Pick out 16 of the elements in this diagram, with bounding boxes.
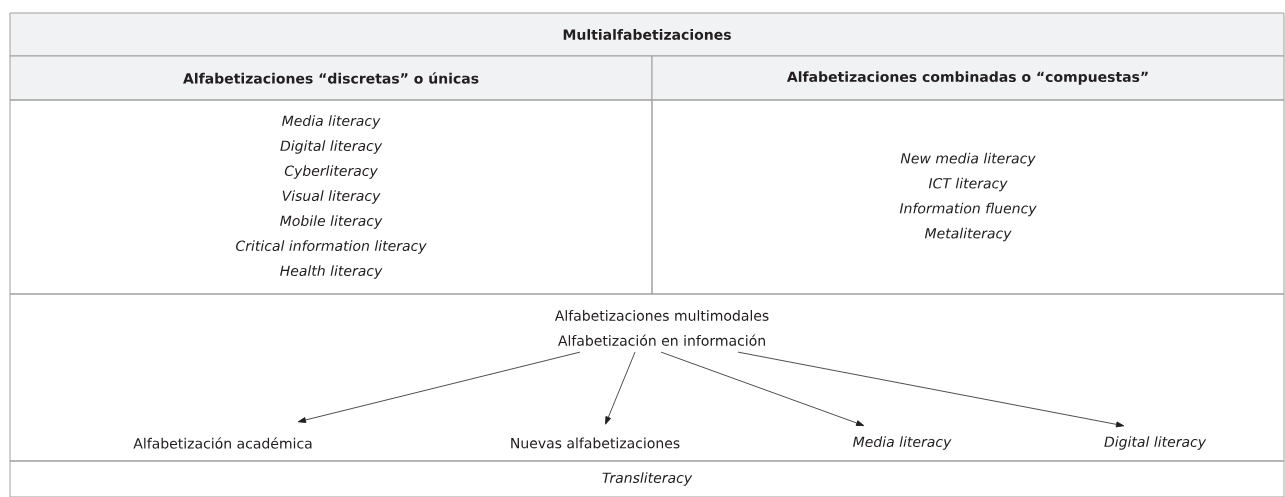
text-label: Alfabetización académica	[133, 437, 312, 449]
text-label: Media literacy	[853, 436, 952, 450]
table-cell: New media literacy ICT literacy Information fluency Metaliteracy	[651, 99, 1285, 295]
arrow	[605, 351, 636, 425]
text-label: Nuevas alfabetizaciones	[511, 437, 680, 449]
text-label: Alfabetizaciones multimodales Alfabetización en información	[554, 310, 769, 346]
header-cell: Alfabetizaciones “discretas” o únicas	[9, 55, 653, 101]
text-label: Digital literacy	[1104, 436, 1207, 450]
table-cell: Media literacy Digital literacy Cyberliteracy Visual literacy Mobile literacy Critical information literacy Health literacy	[9, 99, 653, 295]
header-cell: Alfabetizaciones combinadas o “compuestas”	[651, 55, 1285, 101]
arrow	[737, 351, 1125, 428]
arrow	[297, 351, 581, 423]
arrow	[660, 351, 865, 426]
table-cell: Transliteracy	[9, 460, 1285, 497]
table-cell	[9, 293, 1285, 462]
header-cell: Multialfabetizaciones	[9, 12, 1285, 57]
